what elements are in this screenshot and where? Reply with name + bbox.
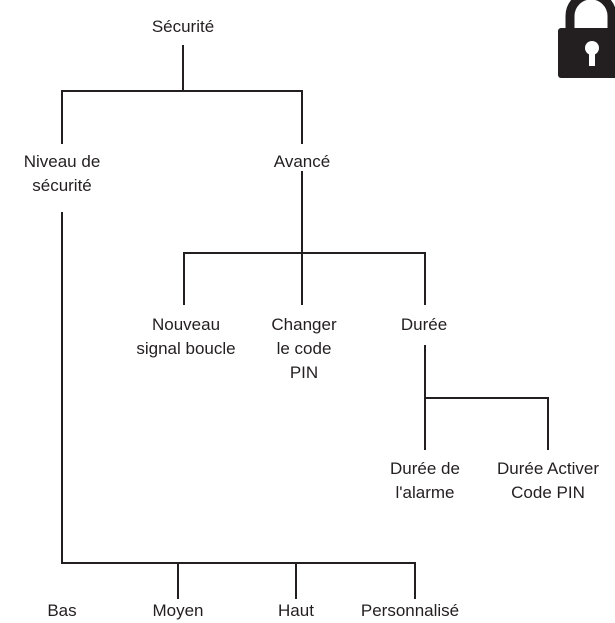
node-haut: Haut: [256, 599, 336, 623]
changer-label-line-1: Changer: [271, 315, 337, 334]
node-duree: Durée: [374, 313, 474, 337]
moyen-label: Moyen: [152, 601, 204, 620]
node-avance: Avancé: [252, 150, 352, 174]
node-personnalise: Personnalisé: [345, 599, 475, 623]
nouveau-label-line-1: Nouveau: [151, 315, 221, 334]
avance-label: Avancé: [273, 152, 331, 171]
node-duree-activer-code-pin: Durée Activer Code PIN: [483, 457, 613, 505]
node-bas: Bas: [22, 599, 102, 623]
node-changer-code-pin: Changer le code PIN: [254, 313, 354, 385]
root-node-securite: Sécurité: [133, 15, 233, 39]
niveau-label-line-1: Niveau de: [23, 152, 101, 171]
haut-label: Haut: [278, 601, 314, 620]
node-moyen: Moyen: [133, 599, 223, 623]
root-label: Sécurité: [151, 17, 215, 36]
duree-alarme-line-1: Durée de: [390, 459, 460, 478]
bas-label: Bas: [47, 601, 77, 620]
nouveau-label-line-2: signal boucle: [136, 339, 236, 358]
changer-label-line-3: PIN: [289, 363, 319, 382]
node-niveau-de-securite: Niveau de sécurité: [2, 150, 122, 198]
duree-activer-line-2: Code PIN: [511, 483, 585, 502]
changer-label-line-2: le code: [276, 339, 332, 358]
duree-label: Durée: [400, 315, 448, 334]
niveau-label-line-2: sécurité: [32, 176, 92, 195]
lock-icon: [558, 0, 615, 78]
node-duree-de-l-alarme: Durée de l'alarme: [370, 457, 480, 505]
duree-activer-line-1: Durée Activer: [496, 459, 600, 478]
personnalise-label: Personnalisé: [360, 601, 460, 620]
node-nouveau-signal-boucle: Nouveau signal boucle: [126, 313, 246, 361]
duree-alarme-line-2: l'alarme: [395, 483, 455, 502]
